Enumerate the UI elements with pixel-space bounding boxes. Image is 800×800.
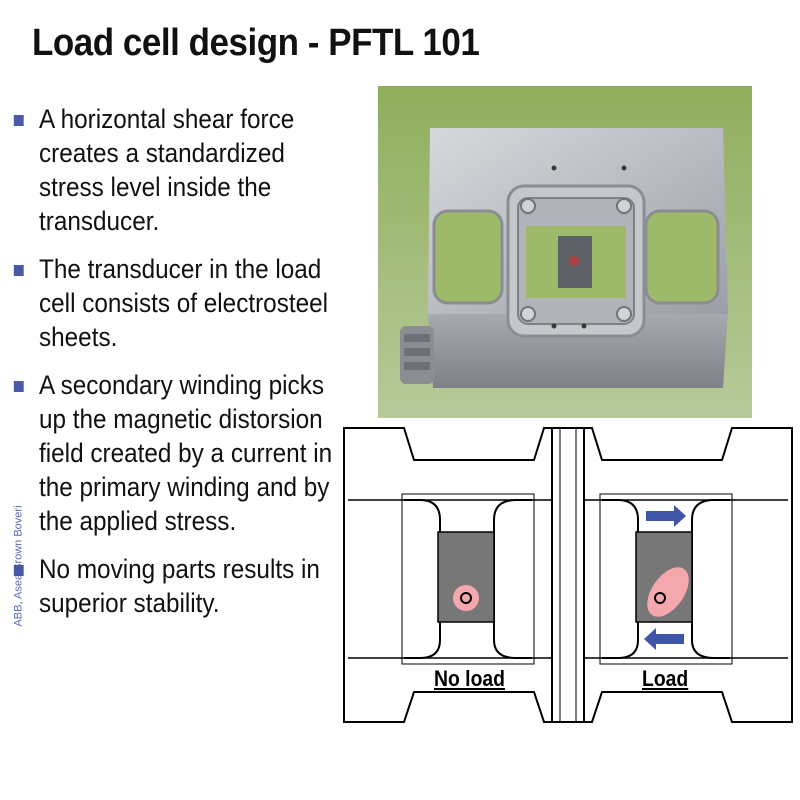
bullet-item: A horizontal shear force creates a stand… <box>12 102 336 238</box>
bullet-text: No moving parts results in superior stab… <box>39 554 320 618</box>
bullet-item: A secondary winding picks up the magneti… <box>12 368 336 538</box>
bullet-text: A horizontal shear force creates a stand… <box>39 104 295 236</box>
slide-title: Load cell design - PFTL 101 <box>32 22 480 64</box>
bullet-item: The transducer in the load cell consists… <box>12 252 336 354</box>
bullet-square-icon <box>13 565 24 576</box>
load-label: Load <box>642 666 689 691</box>
bullet-text: The transducer in the load cell consists… <box>39 254 329 352</box>
no-load-label: No load <box>434 666 505 691</box>
bullet-item: No moving parts results in superior stab… <box>12 552 336 620</box>
bullet-text: A secondary winding picks up the magneti… <box>39 370 333 536</box>
bullet-list: A horizontal shear force creates a stand… <box>12 102 372 634</box>
bullet-square-icon <box>13 115 24 126</box>
load-cell-photo <box>378 86 752 418</box>
bullet-square-icon <box>13 381 24 392</box>
bullet-square-icon <box>13 265 24 276</box>
